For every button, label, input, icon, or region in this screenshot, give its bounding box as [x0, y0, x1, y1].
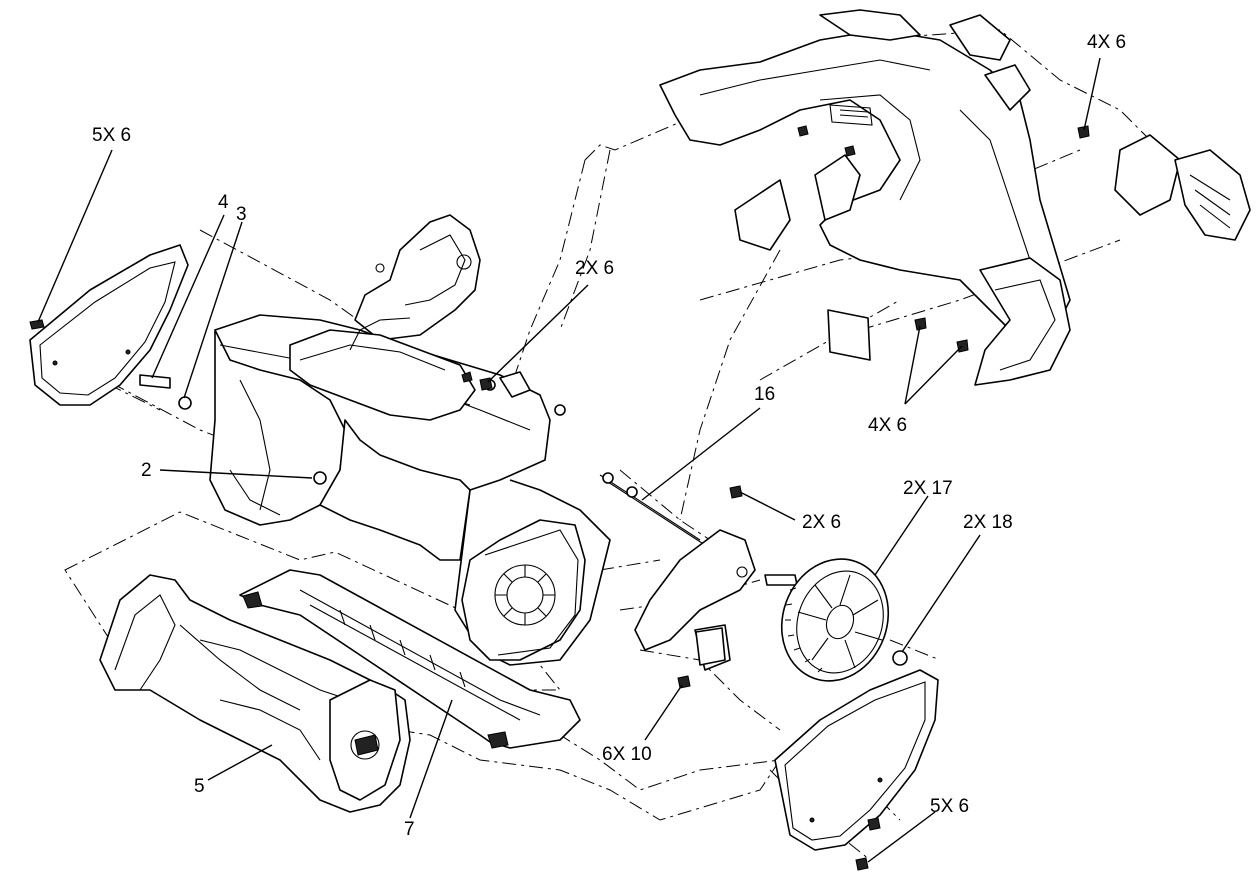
screws — [29, 125, 1090, 871]
callout-label: 2 — [141, 460, 152, 481]
auger — [99, 574, 411, 813]
callout-label: 5X 6 — [92, 125, 131, 146]
callout-label: 4X 6 — [1087, 32, 1126, 53]
callout-label: 3 — [236, 204, 247, 225]
side-plate — [461, 519, 586, 661]
axle-rods — [139, 371, 706, 546]
top-cover-fragments — [819, 9, 1251, 241]
spacer-blocks — [695, 309, 871, 666]
left-side-shield — [29, 244, 189, 406]
right-side-shield — [774, 669, 939, 851]
callout-label: 2X 18 — [963, 512, 1013, 533]
callout-label: 4X 6 — [868, 415, 907, 436]
handle-bracket — [354, 214, 481, 341]
scraper-bar — [239, 569, 581, 749]
hub-cap — [892, 650, 908, 666]
top-cover — [659, 29, 1071, 386]
callout-label: 5X 6 — [930, 796, 969, 817]
leader-lines — [37, 57, 1101, 863]
callout-label: 4 — [218, 192, 229, 213]
callout-label: 2X 6 — [575, 258, 614, 279]
callout-label: 7 — [404, 819, 415, 840]
callout-label: 6X 10 — [602, 744, 652, 765]
callout-label: 5 — [194, 776, 205, 797]
callout-labels: 5X 6 4 3 2 2X 6 16 2X 6 2X 17 2X 18 4X 6… — [92, 32, 1126, 840]
callout-label: 16 — [754, 384, 775, 405]
callout-label: 2X 17 — [903, 478, 953, 499]
wheel — [780, 558, 890, 682]
callout-label: 2X 6 — [802, 512, 841, 533]
